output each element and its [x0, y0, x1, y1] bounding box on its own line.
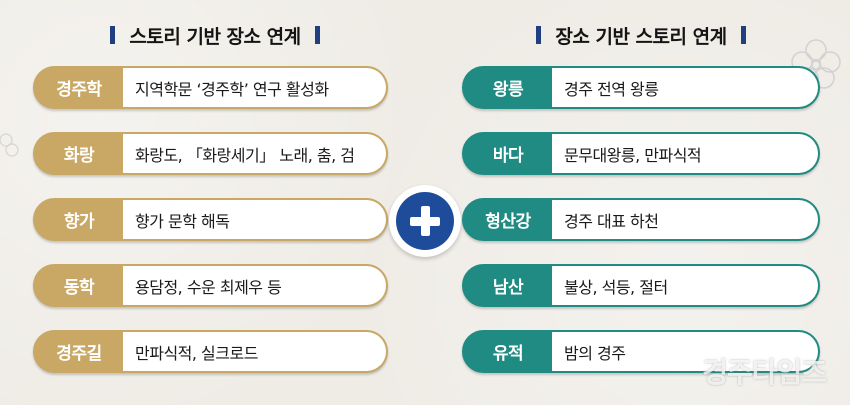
row-desc: 불상, 석등, 절터	[552, 266, 818, 305]
row-tag: 경주길	[56, 344, 102, 364]
row-tag: 동학	[63, 278, 95, 298]
heading-bar	[314, 26, 320, 44]
heading-bar	[536, 26, 542, 44]
row-tag: 형산강	[485, 212, 531, 232]
right-row-hyeongsangang: 형산강 경주 대표 하천	[462, 198, 820, 241]
row-desc: 경주 대표 하천	[552, 200, 818, 239]
watermark: 경주타임즈	[702, 356, 827, 389]
left-row-gyeongjuhak: 경주학 지역학문 ‘경주학’ 연구 활성화	[33, 66, 388, 109]
left-row-hwarang: 화랑 화랑도, 「화랑세기」 노래, 춤, 검	[33, 132, 388, 175]
flower-decoration-icon	[791, 39, 841, 89]
row-desc: 경주 전역 왕릉	[552, 68, 818, 107]
row-tag: 바다	[492, 146, 524, 166]
left-row-hyangga: 향가 향가 문학 해독	[33, 198, 388, 241]
row-tag: 경주학	[56, 80, 102, 100]
row-tag: 남산	[492, 278, 524, 298]
row-desc: 용담정, 수운 최제우 등	[123, 266, 386, 305]
plus-circle	[396, 192, 454, 250]
row-desc: 향가 문학 해독	[123, 200, 386, 239]
heading-bar	[740, 26, 746, 44]
row-desc: 만파식적, 실크로드	[123, 332, 386, 371]
left-heading-text: 스토리 기반 장소 연계	[129, 25, 301, 48]
row-tag: 화랑	[63, 146, 95, 166]
right-row-yujeok: 유적 밤의 경주	[462, 330, 820, 373]
row-tag: 왕릉	[492, 80, 524, 100]
right-row-bada: 바다 문무대왕릉, 만파식적	[462, 132, 820, 175]
row-desc: 문무대왕릉, 만파식적	[552, 134, 818, 173]
left-row-donghak: 동학 용담정, 수운 최제우 등	[33, 264, 388, 307]
row-desc: 화랑도, 「화랑세기」 노래, 춤, 검	[123, 134, 386, 173]
right-row-namsan: 남산 불상, 석등, 절터	[462, 264, 820, 307]
row-desc: 지역학문 ‘경주학’ 연구 활성화	[123, 68, 386, 107]
right-heading-text: 장소 기반 스토리 연계	[555, 25, 727, 48]
left-heading: 스토리 기반 장소 연계	[40, 20, 390, 50]
left-row-gyeongjugil: 경주길 만파식적, 실크로드	[33, 330, 388, 373]
right-row-wangneung: 왕릉 경주 전역 왕릉	[462, 66, 820, 109]
heading-bar	[110, 26, 116, 44]
row-tag: 유적	[492, 344, 524, 364]
row-tag: 향가	[63, 212, 95, 232]
plus-vertical	[421, 206, 430, 236]
row-desc: 밤의 경주	[552, 332, 818, 371]
flower-decoration-icon	[0, 133, 19, 157]
plus-icon	[389, 185, 461, 257]
right-heading: 장소 기반 스토리 연계	[462, 20, 820, 50]
